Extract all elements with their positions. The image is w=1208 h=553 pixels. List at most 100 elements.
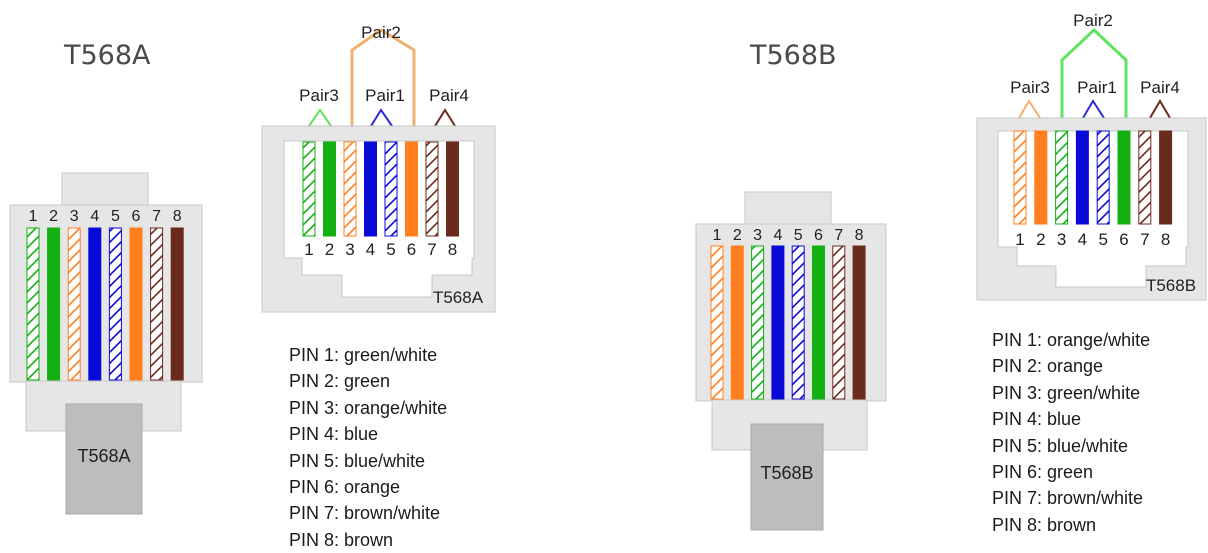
- wire: [129, 227, 143, 381]
- pin-number: 5: [794, 227, 803, 244]
- wires: [710, 245, 866, 400]
- wire: [1055, 130, 1069, 225]
- pin-list-item: PIN 6: green: [992, 462, 1094, 483]
- pair4-bracket: [1149, 99, 1171, 119]
- pair1-label: Pair1: [365, 86, 405, 105]
- wire: [47, 227, 61, 381]
- pin-number: 8: [1161, 230, 1170, 249]
- pin-number: 1: [29, 208, 38, 225]
- pair4-bracket: [434, 108, 456, 127]
- pin-list-item: PIN 3: green/white: [992, 382, 1141, 403]
- pin-number: 6: [407, 240, 416, 259]
- wire: [323, 141, 336, 237]
- wire: [1096, 130, 1110, 225]
- plug-boot: [750, 423, 824, 531]
- pin-number: 7: [1140, 230, 1149, 249]
- jack-body: [261, 125, 496, 313]
- pin-number: 3: [753, 227, 762, 244]
- wire: [771, 245, 785, 400]
- wire: [832, 245, 846, 400]
- pair2-bracket: [350, 28, 416, 128]
- plug-boot: [65, 403, 143, 515]
- pin-number: 6: [814, 227, 823, 244]
- pair3-bracket: [1018, 99, 1041, 119]
- wire: [425, 141, 439, 237]
- wire: [88, 227, 102, 381]
- plug-label: T568A: [77, 446, 130, 466]
- pin-number: 1: [713, 227, 722, 244]
- pin-number: 4: [773, 227, 782, 244]
- wire: [751, 245, 765, 400]
- wire: [67, 227, 81, 381]
- pair1-label: Pair1: [1077, 78, 1117, 97]
- plug-label: T568B: [760, 463, 813, 483]
- pin-number: 5: [111, 208, 120, 225]
- pin-number: 2: [1036, 230, 1045, 249]
- pair4-label: Pair4: [429, 86, 469, 105]
- plug-latch: [61, 172, 149, 207]
- wires: [1013, 130, 1173, 225]
- pair2-label: Pair2: [1073, 11, 1113, 30]
- wire: [1034, 130, 1048, 225]
- plug-body: [9, 204, 203, 383]
- pin-number: 6: [1119, 230, 1128, 249]
- pin-number: 5: [386, 240, 395, 259]
- pin-number: 3: [70, 208, 79, 225]
- jack-label: T568A: [433, 288, 484, 307]
- pin-list-item: PIN 6: orange: [289, 477, 401, 498]
- pin-list-item: PIN 2: green: [289, 371, 391, 392]
- pin-list-item: PIN 4: blue: [289, 424, 379, 445]
- pin-list-item: PIN 2: orange: [992, 356, 1104, 377]
- wire: [812, 245, 825, 400]
- pin-number: 3: [1057, 230, 1066, 249]
- pin-number: 4: [90, 208, 99, 225]
- wire: [26, 227, 40, 381]
- pair1-bracket: [1082, 99, 1105, 119]
- wire: [364, 141, 377, 237]
- jack-body: [976, 117, 1207, 301]
- pin-number: 3: [345, 240, 354, 259]
- pin-number: 7: [834, 227, 843, 244]
- wire: [730, 245, 744, 400]
- pin-list-item: PIN 5: blue/white: [992, 435, 1129, 456]
- pair2-label: Pair2: [361, 23, 401, 42]
- t568a-title: T568A: [64, 40, 151, 71]
- pair3-label: Pair3: [1010, 78, 1050, 97]
- pin-number: 4: [366, 240, 375, 259]
- wire: [108, 227, 122, 381]
- pair4-label: Pair4: [1140, 78, 1180, 97]
- wire: [1075, 130, 1089, 225]
- wires: [302, 141, 459, 237]
- pin-number: 8: [173, 208, 182, 225]
- wire: [343, 141, 357, 237]
- pin-number: 1: [1015, 230, 1024, 249]
- pair1-bracket: [370, 108, 393, 127]
- pin-number: 6: [132, 208, 141, 225]
- pair3-label: Pair3: [299, 86, 339, 105]
- pin-number: 5: [1098, 230, 1107, 249]
- wire: [710, 245, 724, 400]
- pin-number: 8: [855, 227, 864, 244]
- wire: [791, 245, 805, 400]
- pin-list-item: PIN 7: brown/white: [289, 503, 441, 524]
- pin-list-item: PIN 4: blue: [992, 409, 1082, 430]
- plug-latch: [744, 191, 832, 226]
- wire: [1117, 130, 1131, 225]
- pin-number: 2: [325, 240, 334, 259]
- pin-number: 4: [1078, 230, 1087, 249]
- wire: [384, 141, 398, 237]
- wire: [405, 141, 418, 237]
- pair2-bracket: [1060, 27, 1128, 118]
- pin-number: 2: [49, 208, 58, 225]
- wire: [446, 141, 459, 237]
- pin-list-item: PIN 1: orange/white: [992, 330, 1151, 350]
- wire: [852, 245, 866, 400]
